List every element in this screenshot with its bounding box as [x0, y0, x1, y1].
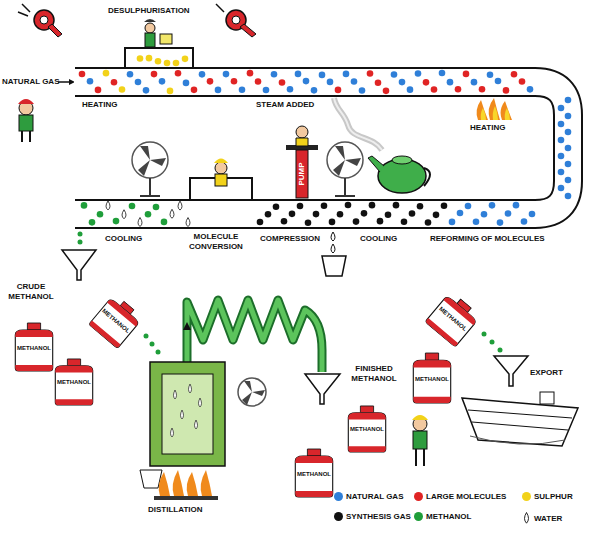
molecule-dots: [79, 55, 572, 227]
methanol-jug: METHANOL: [12, 322, 56, 372]
jug-label: METHANOL: [12, 345, 56, 352]
methanol-jug: METHANOL: [345, 405, 389, 453]
process-label: COOLING: [360, 234, 397, 244]
methanol-jug: METHANOL: [52, 358, 96, 406]
legend-row: SYNTHESIS GAS: [334, 512, 411, 521]
cooling-fan: [238, 378, 266, 406]
cooling-fan: [132, 142, 168, 196]
funnel: [62, 232, 96, 281]
legend-row: LARGE MOLECULES: [414, 492, 506, 501]
kettle: [368, 156, 430, 193]
water-drip: [322, 232, 346, 276]
process-label: HEATING: [470, 123, 505, 133]
process-pipe: [75, 82, 568, 214]
desulph-chamber: [125, 48, 193, 70]
pump: [286, 126, 318, 198]
methanol-jug: METHANOL: [86, 291, 147, 351]
legend-drop-symbol: [522, 512, 531, 524]
legend-swatch: [334, 492, 343, 501]
hair-dryer: [216, 4, 256, 37]
legend-text: SULPHUR: [534, 492, 573, 501]
process-label: EXPORT: [530, 368, 563, 378]
pour-stream: [144, 334, 161, 355]
hair-dryer: [18, 4, 62, 37]
legend-text: LARGE MOLECULES: [426, 492, 506, 501]
legend-row: WATER: [522, 512, 562, 524]
legend-swatch: [414, 492, 423, 501]
methanol-jug: METHANOL: [410, 352, 454, 404]
process-label: REFORMING OF MOLECULES: [430, 234, 545, 244]
legend-row: SULPHUR: [522, 492, 573, 501]
pour-stream: [482, 332, 503, 353]
jug-label: METHANOL: [292, 471, 336, 478]
legend-swatch: [414, 512, 423, 521]
distillation-vessel: [140, 362, 225, 488]
flames: [154, 470, 218, 500]
worker-figure: [144, 19, 172, 47]
condenser-coil: [187, 300, 322, 372]
process-label: PUMP: [297, 162, 307, 185]
cooling-fan: [327, 142, 363, 196]
process-label: COOLING: [105, 234, 142, 244]
worker-figure: [214, 159, 228, 187]
process-label: MOLECULE CONVERSION: [180, 232, 252, 252]
process-label: NATURAL GAS: [2, 77, 59, 87]
methanol-jug: METHANOL: [292, 448, 336, 498]
funnel: [305, 374, 340, 404]
worker-figure: [412, 415, 428, 466]
legend-row: NATURAL GAS: [334, 492, 403, 501]
legend-text: SYNTHESIS GAS: [346, 512, 411, 521]
legend-text: NATURAL GAS: [346, 492, 403, 501]
flames: [477, 98, 512, 120]
process-label: HEATING: [82, 100, 117, 110]
legend-text: WATER: [534, 514, 562, 523]
process-label: FINISHED METHANOL: [342, 364, 406, 384]
legend-swatch: [522, 492, 531, 501]
methanol-jug: METHANOL: [422, 288, 484, 350]
worker-figure: [18, 99, 34, 142]
legend-swatch: [334, 512, 343, 521]
jug-label: METHANOL: [345, 426, 389, 433]
process-label: DISTILLATION: [148, 505, 203, 515]
process-label: COMPRESSION: [260, 234, 320, 244]
funnel: [494, 356, 528, 386]
legend-text: METHANOL: [426, 512, 471, 521]
tanker-ship: [462, 392, 578, 446]
process-label: CRUDE METHANOL: [2, 282, 60, 302]
jug-label: METHANOL: [410, 376, 454, 383]
legend-row: METHANOL: [414, 512, 471, 521]
process-label: DESULPHURISATION: [108, 6, 190, 16]
jug-label: METHANOL: [52, 379, 96, 386]
process-label: STEAM ADDED: [256, 100, 314, 110]
